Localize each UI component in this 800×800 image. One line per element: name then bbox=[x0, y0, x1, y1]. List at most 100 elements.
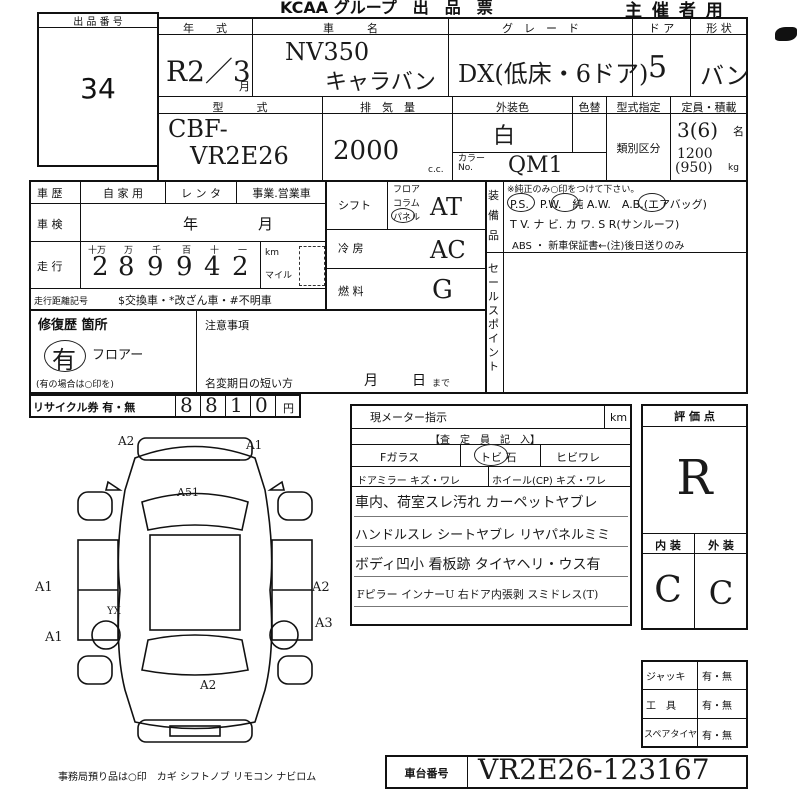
appraisal-header: 【査 定 員 記 入】 bbox=[430, 435, 540, 446]
grade-label: グ レ ー ド bbox=[502, 22, 579, 35]
repair-note: フロアー bbox=[92, 348, 144, 363]
exterior-color-label: 外装色 bbox=[496, 101, 529, 114]
diagram-mark-a3: A3 bbox=[315, 616, 333, 631]
equipment-row2: T V. ナ ビ. カ ワ. S R(サンルーフ) bbox=[510, 218, 680, 231]
recycle-digit-4: 0 bbox=[255, 393, 268, 417]
mileage-label: 走 行 bbox=[37, 260, 63, 273]
glass-label: Fガラス bbox=[380, 451, 420, 464]
meter-label: 現メーター指示 bbox=[370, 411, 447, 424]
car-name-line2: キャラバン bbox=[325, 70, 436, 95]
inspection-label: 車 検 bbox=[37, 218, 63, 231]
equipment-row3: ABS ・ 新車保証書←(注)後日送りのみ bbox=[512, 241, 685, 252]
capacity-load-unit: kg bbox=[728, 163, 739, 173]
recycle-digit-3: 1 bbox=[230, 393, 243, 417]
office-note: 事務局預り品は○印 カギ シフトノブ リモコン ナビロム bbox=[58, 772, 317, 783]
form-title: KCAA グループ 出 品 票 bbox=[280, 0, 493, 17]
meter-unit: km bbox=[610, 411, 628, 424]
fuel-value: G bbox=[432, 275, 453, 305]
spare-tire-label: スペアタイヤ bbox=[644, 730, 698, 740]
mileage-unit-1: 一 bbox=[238, 246, 248, 256]
score-block bbox=[641, 404, 748, 630]
recycle-unit: 円 bbox=[283, 402, 294, 415]
mileage-unit-10k: 万 bbox=[124, 246, 134, 256]
diagram-mark-a1-left-low: A1 bbox=[45, 630, 63, 645]
caution-label: 注意事項 bbox=[205, 319, 249, 332]
diagram-mark-a51: A51 bbox=[177, 486, 199, 499]
chassis-label: 車台番号 bbox=[404, 767, 449, 780]
model-line2: VR2E26 bbox=[190, 142, 289, 170]
chassis-block bbox=[385, 755, 748, 789]
mileage-record-options: $交換車・*改ざん車・#不明車 bbox=[118, 294, 272, 307]
sales-point-label: セールスポイント bbox=[488, 262, 499, 373]
capacity-load: 1200 bbox=[677, 146, 713, 162]
equipment-note: ※純正のみ○印をつけて下さい。 bbox=[507, 185, 640, 195]
mileage-digit-1: 2 bbox=[232, 252, 249, 282]
diagram-mark-a2-top: A2 bbox=[118, 434, 135, 448]
car-name-line1: NV350 bbox=[285, 38, 370, 66]
tools-value: 有・無 bbox=[702, 701, 732, 712]
history-option-business: 事業.営業車 bbox=[252, 187, 311, 200]
glass-chip-circle bbox=[474, 444, 508, 466]
capacity-label: 定員・積載 bbox=[681, 101, 737, 114]
shift-value: AT bbox=[430, 193, 463, 221]
spare-tire-value: 有・無 bbox=[702, 731, 732, 742]
capacity-persons: 3(6) bbox=[677, 118, 719, 142]
doors-label: ド ア bbox=[648, 22, 675, 35]
recycle-block bbox=[29, 394, 301, 418]
repair-label: 修復歴 箇所 bbox=[38, 318, 108, 333]
mileage-digit-100k: 2 bbox=[92, 252, 109, 282]
capacity-persons-unit: 名 bbox=[733, 125, 744, 138]
model-designation-label: 型式指定 bbox=[616, 101, 661, 114]
equipment-ps-circle bbox=[507, 193, 535, 212]
equipment-ab-circle bbox=[638, 193, 666, 212]
lot-number-value: 34 bbox=[80, 72, 116, 105]
model-line1: CBF- bbox=[168, 115, 228, 143]
recycle-label: リサイクル券 有・無 bbox=[33, 401, 136, 414]
grade-value: DX(低床・6ドア) bbox=[458, 60, 649, 88]
diagram-mark-a1-left: A1 bbox=[35, 580, 53, 595]
mileage-unit-100: 百 bbox=[182, 246, 192, 256]
name-change-day: 日 bbox=[412, 373, 426, 389]
exterior-color-value: 白 bbox=[493, 124, 516, 149]
class-division-label: 類別区分 bbox=[616, 142, 661, 155]
name-change-label: 名変期日の短い方 bbox=[205, 377, 293, 390]
score-value: R bbox=[676, 450, 713, 506]
mileage-mile-checkbox bbox=[299, 246, 325, 286]
displacement-unit: c.c. bbox=[428, 165, 444, 175]
displacement-label: 排 気 量 bbox=[360, 101, 415, 114]
mileage-digit-1k: 9 bbox=[147, 252, 164, 282]
jack-value: 有・無 bbox=[702, 672, 732, 683]
jack-label: ジャッキ bbox=[646, 672, 686, 683]
year-value: R2／3 bbox=[166, 55, 251, 88]
remark-line-1: 車内、荷室スレ汚れ カーペットヤブレ bbox=[355, 495, 598, 511]
year-month-unit: 月 bbox=[239, 80, 250, 93]
inspection-month: 月 bbox=[258, 215, 274, 233]
year-label: 年 式 bbox=[183, 22, 227, 35]
mileage-unit-100k: 十万 bbox=[88, 246, 107, 256]
remark-line-3: ボディ凹小 看板跡 タイヤヘリ・ウス有 bbox=[355, 557, 601, 573]
mileage-unit-10: 十 bbox=[210, 246, 220, 256]
diagram-mark-a1-top: A1 bbox=[246, 438, 263, 452]
diagram-mark-a2-right: A2 bbox=[312, 580, 330, 595]
remark-line-2: ハンドルスレ シートヤブレ リヤパネルミミ bbox=[355, 528, 611, 543]
equipment-row1: P.S. P.W. 純 A.W. A.B.(エアバッグ) bbox=[510, 198, 707, 211]
lot-number-label: 出 品 番 号 bbox=[73, 17, 123, 28]
repair-footnote: (有の場合は○印を) bbox=[36, 380, 114, 390]
mileage-unit-1k: 千 bbox=[152, 246, 162, 256]
appraisal-block bbox=[350, 404, 632, 626]
mileage-digit-100: 9 bbox=[176, 252, 193, 282]
mileage-unit-km: km bbox=[265, 248, 279, 258]
shift-label: シフト bbox=[338, 199, 371, 212]
tools-label: 工 具 bbox=[646, 701, 676, 712]
name-change-suffix: まで bbox=[432, 379, 451, 389]
diagram-mark-a2-rear: A2 bbox=[200, 678, 217, 692]
inspection-year: 年 bbox=[183, 215, 199, 233]
color-no-label: カラー No. bbox=[458, 154, 486, 173]
organizer-label: 主 催 者 用 bbox=[625, 1, 725, 21]
exterior-label: 外 装 bbox=[708, 539, 734, 552]
shift-option-floor: フロア bbox=[393, 185, 421, 195]
history-option-rental: レ ン タ bbox=[181, 187, 221, 200]
car-name-label: 車 名 bbox=[323, 22, 378, 35]
mileage-digit-10: 4 bbox=[204, 252, 221, 282]
chassis-value: VR2E26-123167 bbox=[478, 753, 710, 786]
